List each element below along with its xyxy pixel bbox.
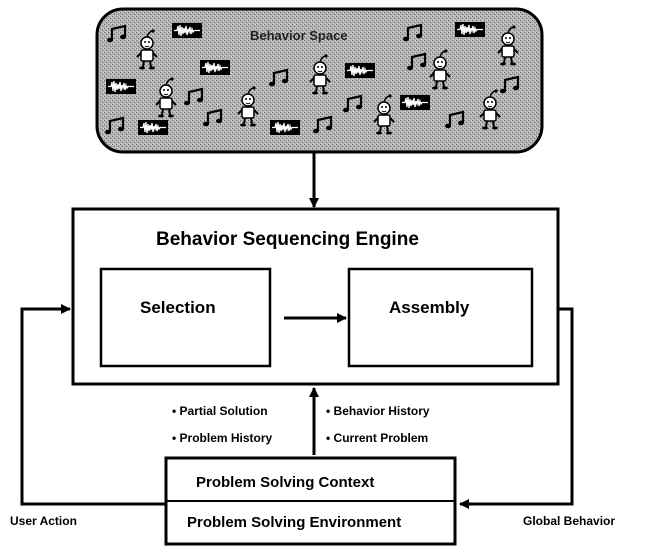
waveform-icon — [171, 22, 203, 39]
selection-label: Selection — [140, 298, 216, 317]
global-behavior-arrow — [459, 307, 574, 509]
global-behavior-label: Global Behavior — [523, 514, 616, 528]
behavior-sequencing-engine-box — [71, 207, 560, 386]
selection-box — [99, 267, 272, 368]
behavior-space-title: Behavior Space — [250, 28, 348, 43]
user-action-label: User Action — [10, 514, 77, 528]
behavior-history-label: • Behavior History — [326, 404, 430, 418]
partial-solution-label: • Partial Solution — [172, 404, 268, 418]
user-action-arrow — [20, 304, 166, 506]
problem-solving-environment-label: Problem Solving Environment — [187, 514, 402, 531]
waveform-icon — [344, 62, 376, 79]
waveform-icon — [199, 59, 231, 76]
waveform-icon — [137, 119, 169, 136]
problem-solving-context-label: Problem Solving Context — [196, 474, 375, 491]
engine-title: Behavior Sequencing Engine — [156, 229, 419, 250]
waveform-icon — [399, 94, 431, 111]
waveform-icon — [105, 78, 137, 95]
assembly-box — [347, 267, 534, 368]
current-problem-label: • Current Problem — [326, 431, 429, 445]
assembly-label: Assembly — [389, 298, 470, 317]
waveform-icon — [269, 119, 301, 136]
problem-history-label: • Problem History — [172, 431, 273, 445]
waveform-icon — [454, 21, 486, 38]
